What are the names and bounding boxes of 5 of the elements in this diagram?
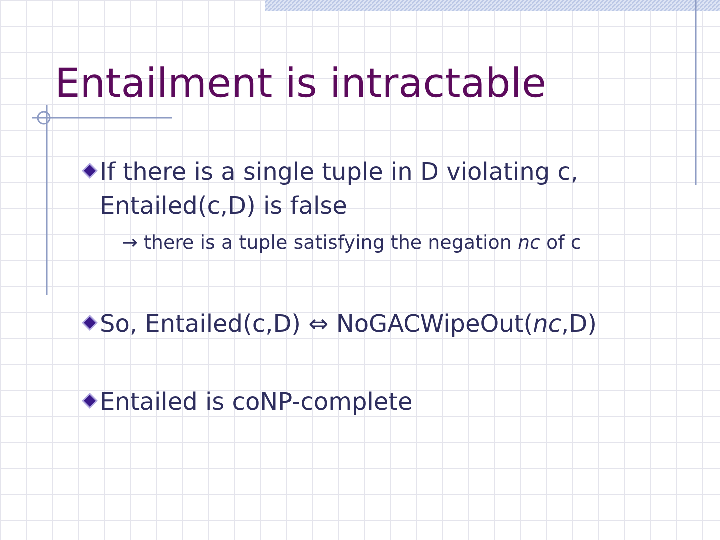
bullet-text: If there is a single tuple in D violating c, Entailed(c,D) is false [100, 157, 580, 222]
sub-bullet-text: → there is a tuple satisfying the negation nc of c [122, 231, 582, 256]
bullet-text: So, Entailed(c,D) ⇔ NoGACWipeOut(nc,D) [100, 309, 598, 340]
slide-title: Entailment is intractable [55, 62, 546, 106]
bullet-text: Entailed is coNP-complete [100, 387, 414, 418]
